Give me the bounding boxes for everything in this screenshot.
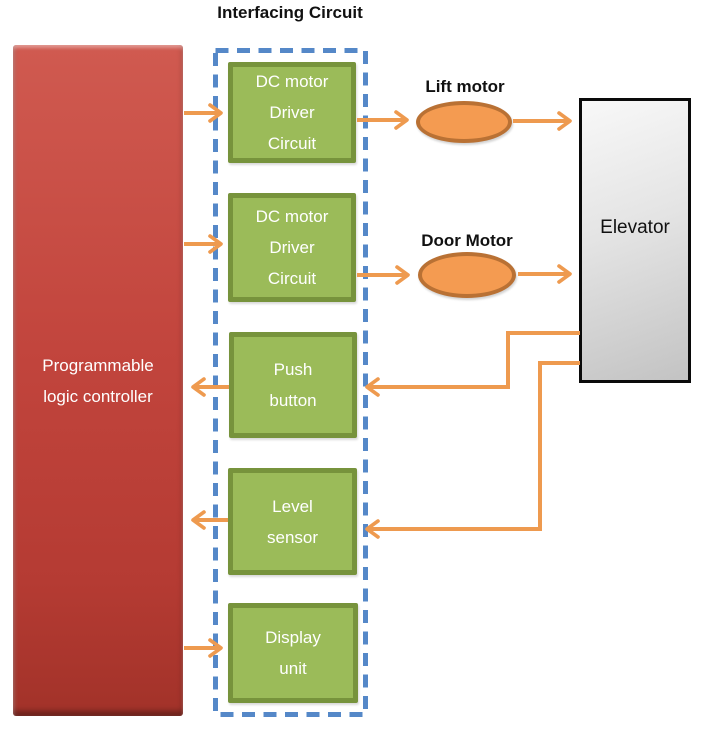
box-line: Circuit xyxy=(267,269,317,288)
lift-motor-ellipse xyxy=(416,101,512,143)
box-line: button xyxy=(269,391,317,410)
door-motor-label: Door Motor xyxy=(421,231,513,250)
connector-elevator-to-push-button xyxy=(365,331,580,397)
plc-box: Programmable logic controller xyxy=(13,45,183,716)
box-line: unit xyxy=(279,659,307,678)
plc-label: Programmable logic controller xyxy=(42,355,154,406)
box-line: Driver xyxy=(269,238,315,257)
elevator-box: Elevator xyxy=(579,98,691,383)
box-line: DC motor xyxy=(255,72,329,91)
box-line: Driver xyxy=(269,103,315,122)
box-push-button: Push button xyxy=(229,332,357,438)
box-line: Display xyxy=(265,628,321,647)
box-level-sensor: Level sensor xyxy=(228,468,357,575)
box-display-unit: Display unit xyxy=(228,603,358,703)
door-motor-ellipse xyxy=(418,252,516,298)
box-line: sensor xyxy=(266,527,319,547)
connector-elevator-to-level-sensor xyxy=(365,361,580,539)
box-line: DC motor xyxy=(255,207,329,226)
box-line: Level xyxy=(272,496,313,516)
elevator-label: Elevator xyxy=(600,216,670,238)
lift-motor-label: Lift motor xyxy=(425,77,505,96)
box-line: Circuit xyxy=(267,134,317,153)
box-dc-motor-driver-1: DC motor Driver Circuit xyxy=(228,62,356,163)
box-line: Push xyxy=(273,360,313,379)
box-dc-motor-driver-2: DC motor Driver Circuit xyxy=(228,193,356,302)
diagram-title: Interfacing Circuit xyxy=(217,3,363,22)
